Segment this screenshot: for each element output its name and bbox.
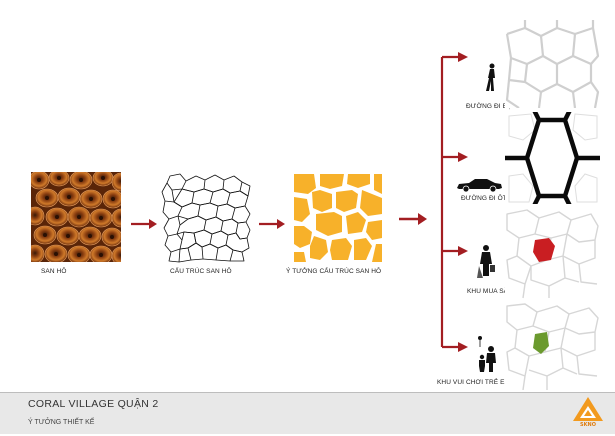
coral-structure-diagram xyxy=(160,172,252,264)
branch-connector xyxy=(440,52,468,352)
walking-path-diagram xyxy=(505,20,600,109)
company-logo: SKNO xyxy=(571,395,605,431)
car-icon xyxy=(457,179,502,192)
coral-photo xyxy=(25,169,131,266)
footer-divider xyxy=(0,392,615,393)
arrow-right-icon xyxy=(399,213,427,225)
children-icon xyxy=(478,336,496,372)
shopping-caption: KHU MUA SẮM xyxy=(467,288,514,295)
car-road-diagram xyxy=(502,108,603,208)
playground-diagram xyxy=(505,302,600,391)
coral-idea-diagram xyxy=(292,172,384,264)
project-title: CORAL VILLAGE QUẬN 2 xyxy=(28,398,159,410)
coral-caption: SAN HÔ xyxy=(41,268,67,275)
logo-text: SKNO xyxy=(580,422,596,428)
footer-bar xyxy=(0,392,615,434)
coral-idea-caption: Ý TƯỞNG CẤU TRÚC SAN HÔ xyxy=(286,268,382,275)
pedestrian-icon xyxy=(486,63,495,91)
walking-path-caption: ĐƯỜNG ĐI BỘ xyxy=(466,103,513,110)
coral-structure-caption: CẤU TRÚC SAN HÔ xyxy=(170,268,232,275)
section-subtitle: Ý TƯỞNG THIẾT KẾ xyxy=(28,419,95,426)
playground-caption: KHU VUI CHƠI TRẺ EM xyxy=(437,379,511,386)
car-road-caption: ĐƯỜNG ĐI ÔTÔ xyxy=(461,195,512,202)
arrow-right-icon xyxy=(259,219,285,229)
shopping-diagram xyxy=(505,208,600,300)
shopper-icon xyxy=(477,245,495,278)
arrow-right-icon xyxy=(131,219,157,229)
